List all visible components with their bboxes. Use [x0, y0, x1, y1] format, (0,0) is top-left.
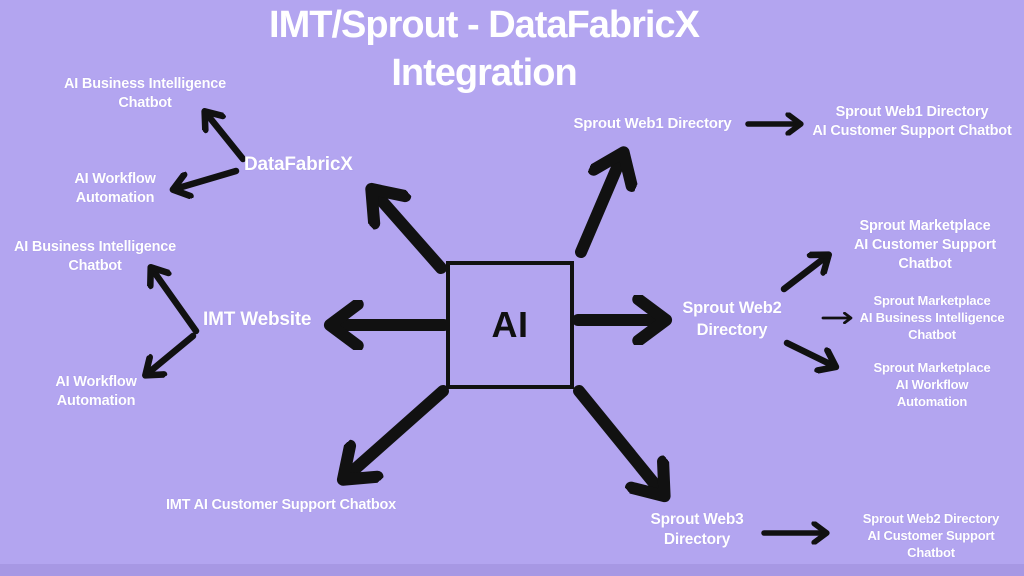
arrow-web2-to-marketplace-support: [780, 256, 827, 293]
node-imt-bi-chatbot: AI Business Intelligence Chatbot: [14, 239, 176, 275]
arrow-imt-to-workflow: [147, 332, 197, 374]
node-marketplace-support-chatbot: Sprout Marketplace AI Customer Support C…: [853, 218, 996, 273]
node-datafabricx: DataFabricX: [244, 154, 353, 175]
arrow-ai-to-datafabricx: [374, 192, 447, 274]
node-web3-directory: Sprout Web3 Directory: [650, 511, 744, 549]
node-imt-workflow: AI Workflow Automation: [55, 374, 137, 410]
node-imt-support-chatbox: IMT AI Customer Support Chatbox: [165, 497, 397, 513]
arrow-ai-to-imt-chatbox: [346, 385, 449, 477]
arrow-datafabricx-to-bi-chatbot: [206, 113, 247, 163]
node-datafabricx-workflow: AI Workflow Automation: [74, 171, 156, 207]
arrow-ai-to-web3-directory: [573, 385, 662, 493]
node-web2-directory: Sprout Web2 Directory: [682, 299, 782, 339]
ai-node-label: AI: [491, 304, 529, 345]
page-title: IMT/Sprout - DataFabricX Integration: [269, 4, 700, 94]
node-web1-directory: Sprout Web1 Directory: [573, 115, 732, 132]
node-imt-website: IMT Website: [203, 309, 312, 330]
node-datafabricx-bi-chatbot: AI Business Intelligence Chatbot: [64, 76, 226, 112]
arrow-imt-to-bi-chatbot: [152, 269, 200, 335]
node-marketplace-workflow: Sprout Marketplace AI Workflow Automatio…: [873, 360, 991, 410]
node-web1-support-chatbot: Sprout Web1 Directory AI Customer Suppor…: [812, 104, 1012, 140]
ai-node: AI: [446, 261, 574, 389]
arrow-ai-to-web1-directory: [575, 156, 622, 258]
node-marketplace-bi-chatbot: Sprout Marketplace AI Business Intellige…: [859, 293, 1005, 343]
node-web3-support-chatbot: Sprout Web2 Directory AI Customer Suppor…: [862, 511, 1000, 561]
arrow-web2-to-marketplace-workflow: [783, 339, 834, 366]
